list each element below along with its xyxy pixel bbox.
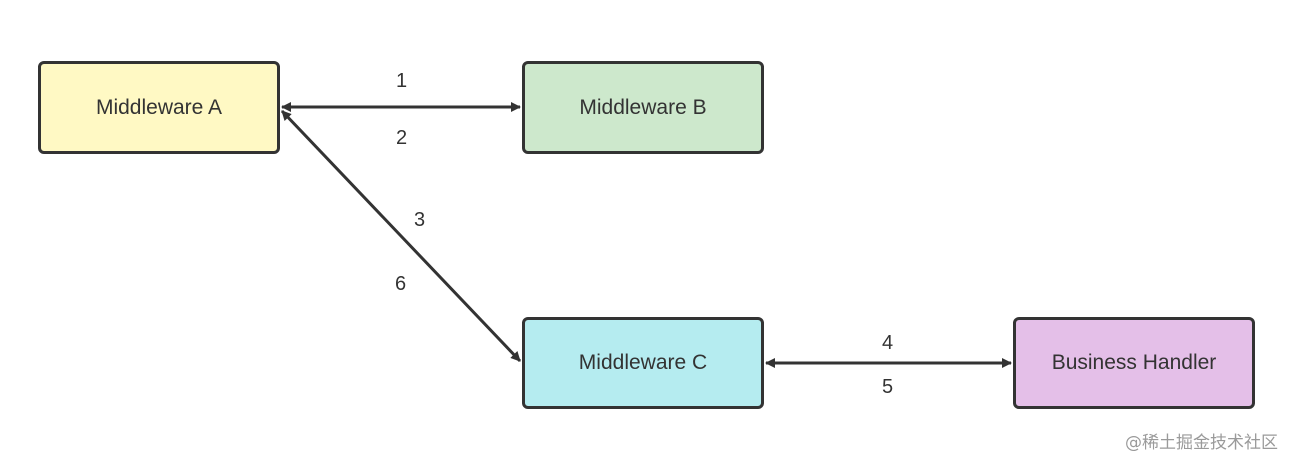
node-label: Business Handler xyxy=(1051,351,1217,374)
node-label: Middleware A xyxy=(95,95,223,119)
edge-label-step-6: 6 xyxy=(395,273,407,295)
edge-label-step-1: 1 xyxy=(396,70,408,92)
node-label: Middleware B xyxy=(579,95,707,119)
edge-label-step-2: 2 xyxy=(396,127,408,149)
node-middleware-b: Middleware B xyxy=(522,61,764,154)
node-middleware-c: Middleware C xyxy=(522,317,764,409)
edge-label-step-3: 3 xyxy=(414,209,426,231)
node-label: Middleware C xyxy=(578,351,708,374)
edge-label-step-5: 5 xyxy=(882,376,894,398)
edge-a-c xyxy=(280,109,522,363)
node-middleware-a: Middleware A xyxy=(38,61,280,154)
node-business-handler: Business Handler xyxy=(1013,317,1255,409)
edge-label-step-4: 4 xyxy=(882,332,894,354)
watermark: @稀土掘金技术社区 xyxy=(1125,433,1278,453)
